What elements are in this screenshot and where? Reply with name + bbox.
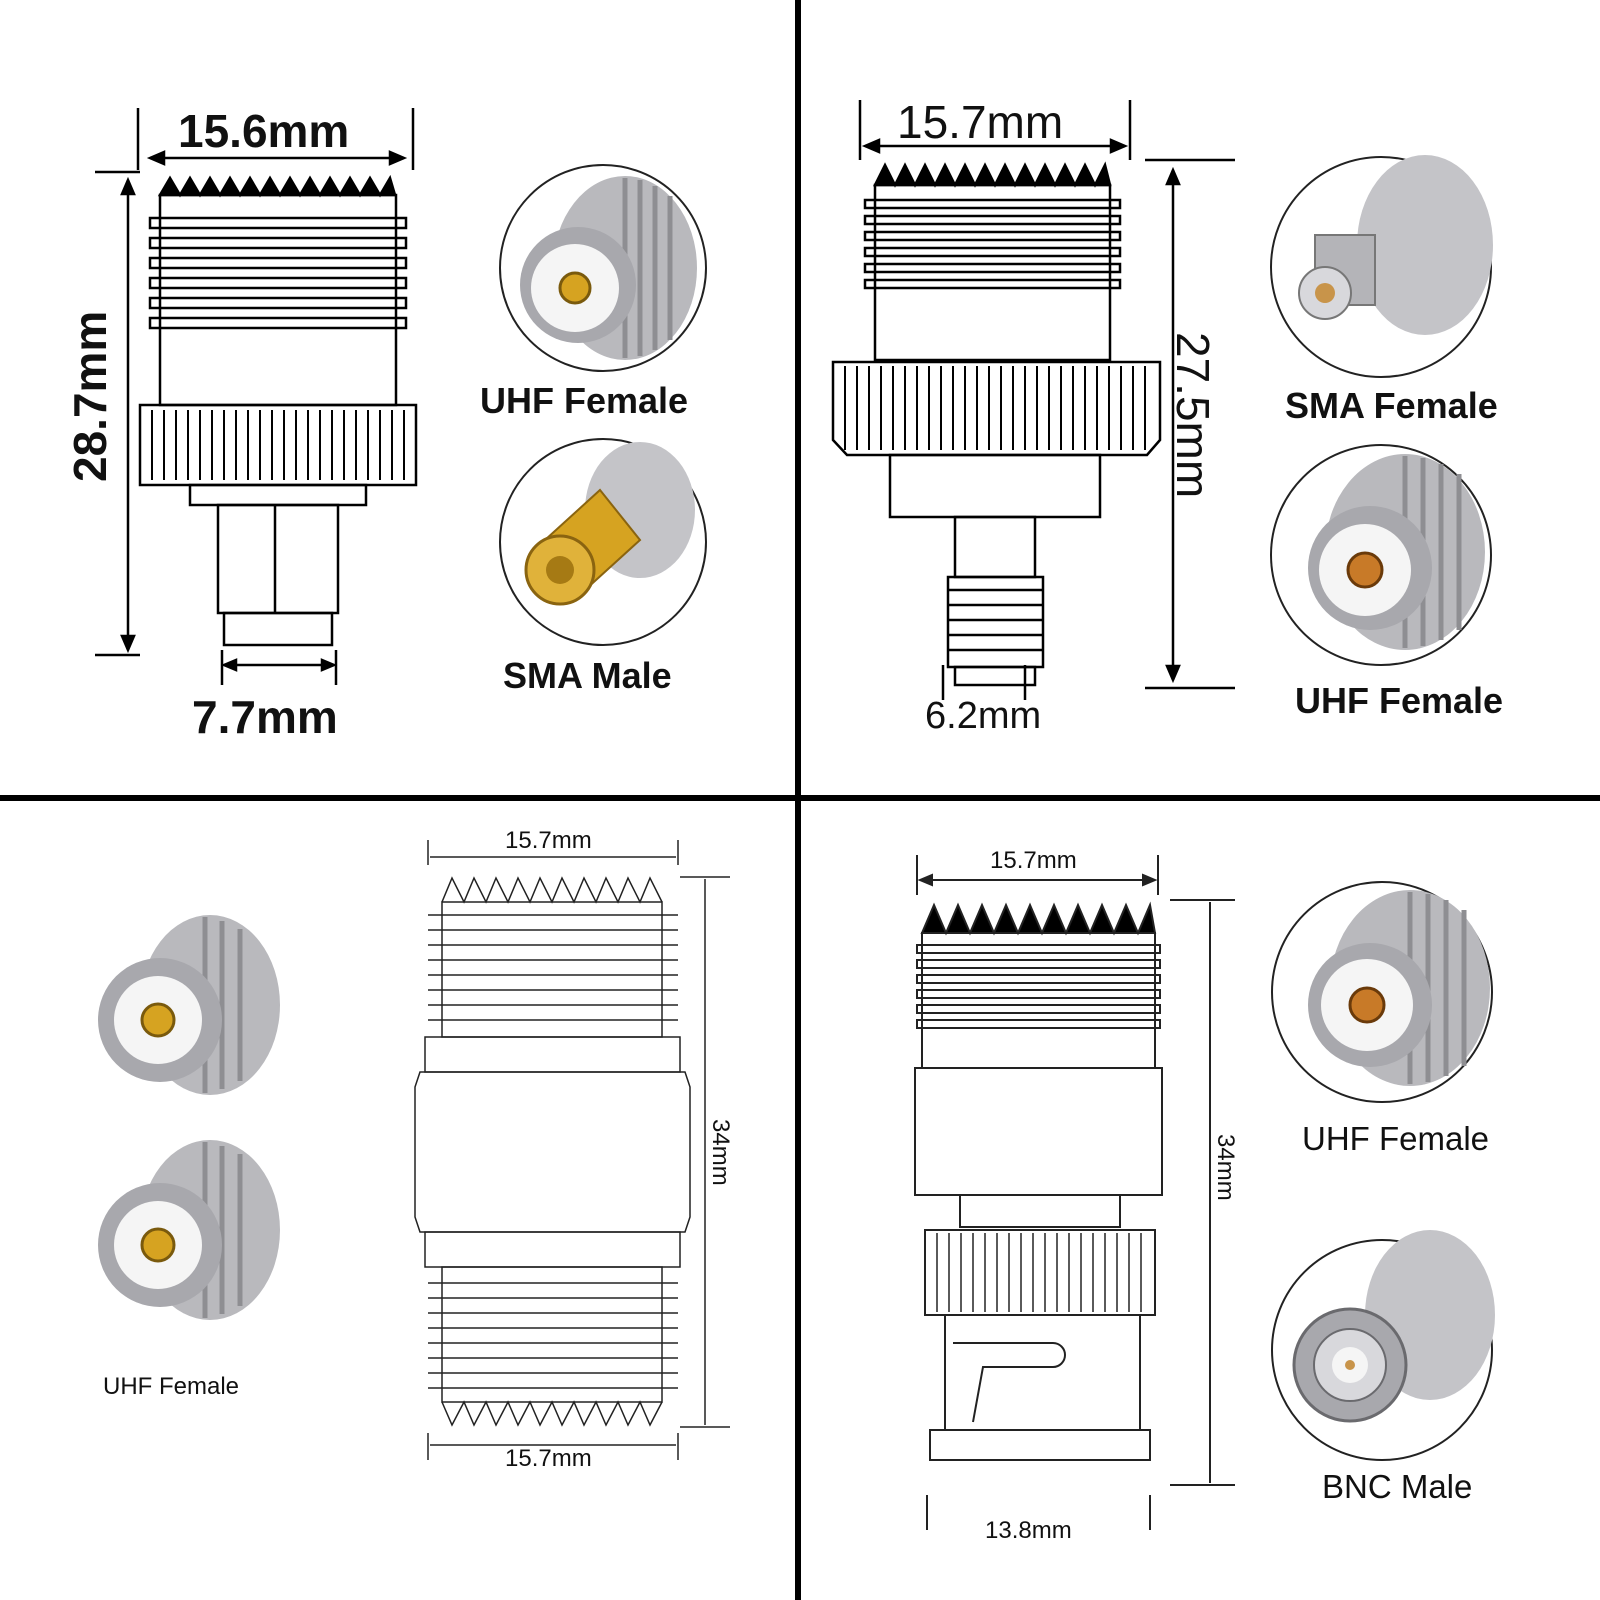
panel-uhf-female-to-sma-male: 15.6mm 28.7mm 7.7mm UHF Female SMA Male	[0, 0, 795, 795]
label-sma-male: SMA Male	[503, 655, 672, 696]
label-bnc-male: BNC Male	[1322, 1468, 1473, 1505]
label-uhf-female: UHF Female	[480, 380, 689, 421]
panel-uhf-female-to-uhf-female: UHF Female 15.7mm 15.7mm 34mm	[0, 805, 795, 1600]
uhf-female-photo	[1271, 881, 1493, 1103]
bnc-male-photo	[1271, 1230, 1495, 1461]
tip-dimension: 6.2mm	[925, 695, 1042, 737]
width-dimension-bottom: 15.7mm	[505, 1445, 592, 1472]
tip-dimension: 13.8mm	[985, 1517, 1072, 1544]
width-dimension: 15.7mm	[897, 96, 1064, 148]
tip-dimension: 7.7mm	[192, 691, 338, 743]
width-dimension-top: 15.7mm	[505, 827, 592, 854]
horizontal-divider	[0, 795, 1600, 801]
panel-sma-female-to-uhf-female: 15.7mm 27.5mm 6.2mm SMA Female UHF Femal…	[805, 0, 1600, 795]
label-sma-female: SMA Female	[1285, 385, 1498, 426]
adapter-drawing-4	[914, 855, 1235, 1530]
label-uhf-female: UHF Female	[103, 1373, 240, 1400]
sma-male-photo	[499, 438, 707, 646]
label-uhf-female: UHF Female	[1295, 680, 1504, 721]
uhf-female-photo	[1270, 444, 1492, 666]
uhf-female-photo-top	[98, 915, 280, 1095]
label-uhf-female: UHF Female	[1302, 1120, 1490, 1157]
adapter-drawing-2	[831, 100, 1235, 700]
panel-uhf-female-to-bnc-male: 15.7mm 34mm 13.8mm UHF Female BNC Male	[805, 805, 1600, 1600]
sma-female-photo	[1270, 155, 1493, 378]
width-dimension: 15.6mm	[178, 105, 350, 157]
uhf-female-photo-bottom	[98, 1140, 280, 1320]
height-dimension: 34mm	[707, 1119, 734, 1186]
uhf-female-photo	[499, 164, 707, 372]
adapter-drawing-1	[95, 108, 418, 685]
adapter-drawing-3	[414, 840, 730, 1460]
width-dimension: 15.7mm	[990, 847, 1077, 874]
